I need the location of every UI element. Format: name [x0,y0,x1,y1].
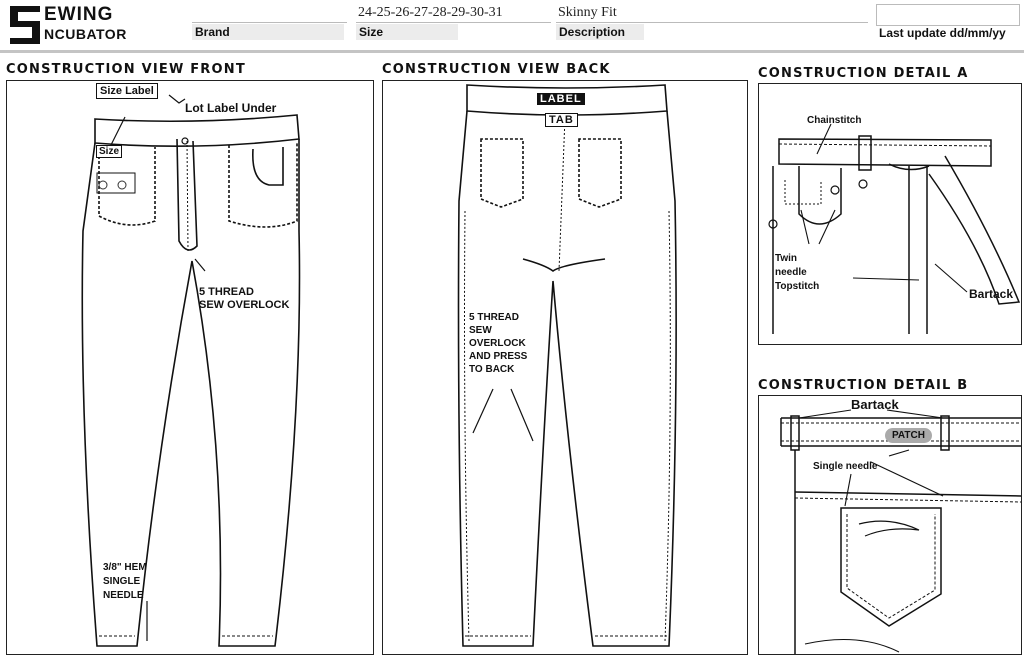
back-overlock-line3: OVERLOCK [469,338,526,349]
back-overlock-line4: AND PRESS [469,351,528,362]
twin-needle-line3: Topstitch [775,281,820,292]
hem-line3: NEEDLE [103,590,144,601]
detail-a-drawing [768,123,1021,334]
twin-needle-line2: needle [775,267,807,278]
last-update-field[interactable] [876,4,1020,26]
patch-label: PATCH [885,428,932,443]
description-field[interactable]: Skinny Fit [556,4,868,23]
detail-a-bartack: Bartack [969,287,1014,301]
back-overlock-line2: SEW [469,325,492,336]
tab-tag: TAB [545,113,578,127]
twin-needle-line1: Twin [775,253,798,264]
size-label: Size [356,24,458,40]
header-divider [0,50,1024,53]
size-tag: Size [96,145,123,158]
logo-line1: EWING [44,4,114,25]
back-overlock-line1: 5 THREAD [469,312,520,323]
logo-line2: NCUBATOR [44,26,127,42]
size-value: 24-25-26-27-28-29-30-31 [358,5,503,20]
detail-b-panel: Bartack PATCH Single needle [758,395,1022,655]
back-overlock-line5: TO BACK [469,364,515,375]
size-field[interactable]: 24-25-26-27-28-29-30-31 [356,4,551,23]
logo-mark-icon [10,6,40,44]
size-label-box: Size Label [96,83,158,99]
detail-b-bartack: Bartack [851,397,899,412]
chainstitch-label: Chainstitch [807,115,862,126]
detail-b-drawing [780,409,1022,654]
back-view-panel: LABEL TAB 5 THREAD SEW OVERLOCK AND PRES… [382,80,748,655]
front-view-panel: Size Label Lot Label Under Size 5 THREAD… [6,80,374,655]
detail-b-title: Construction Detail B [758,378,969,393]
detail-a-title: Construction Detail A [758,66,969,81]
brand-label: Brand [192,24,344,40]
front-overlock-line1: 5 THREAD [199,286,255,298]
single-needle-label: Single needle [813,461,878,472]
hem-line1: 3/8" HEM [103,562,147,573]
back-view-title: Construction View Back [382,62,611,77]
description-label: Description [556,24,644,40]
last-update-label: Last update dd/mm/yy [879,26,1006,40]
detail-a-panel: Chainstitch Twin needle Topstitch Bartac… [758,83,1022,345]
label-tag: LABEL [537,93,585,105]
description-value: Skinny Fit [558,5,617,20]
lot-label-under: Lot Label Under [185,101,277,115]
sewing-incubator-logo: EWING NCUBATOR [6,4,156,46]
hem-line2: SINGLE [103,576,141,587]
front-jeans-drawing [81,94,301,647]
brand-field[interactable] [192,4,347,23]
front-view-title: Construction View Front [6,62,246,77]
front-overlock-line2: SEW OVERLOCK [199,299,290,311]
back-jeans-drawing [457,84,677,647]
